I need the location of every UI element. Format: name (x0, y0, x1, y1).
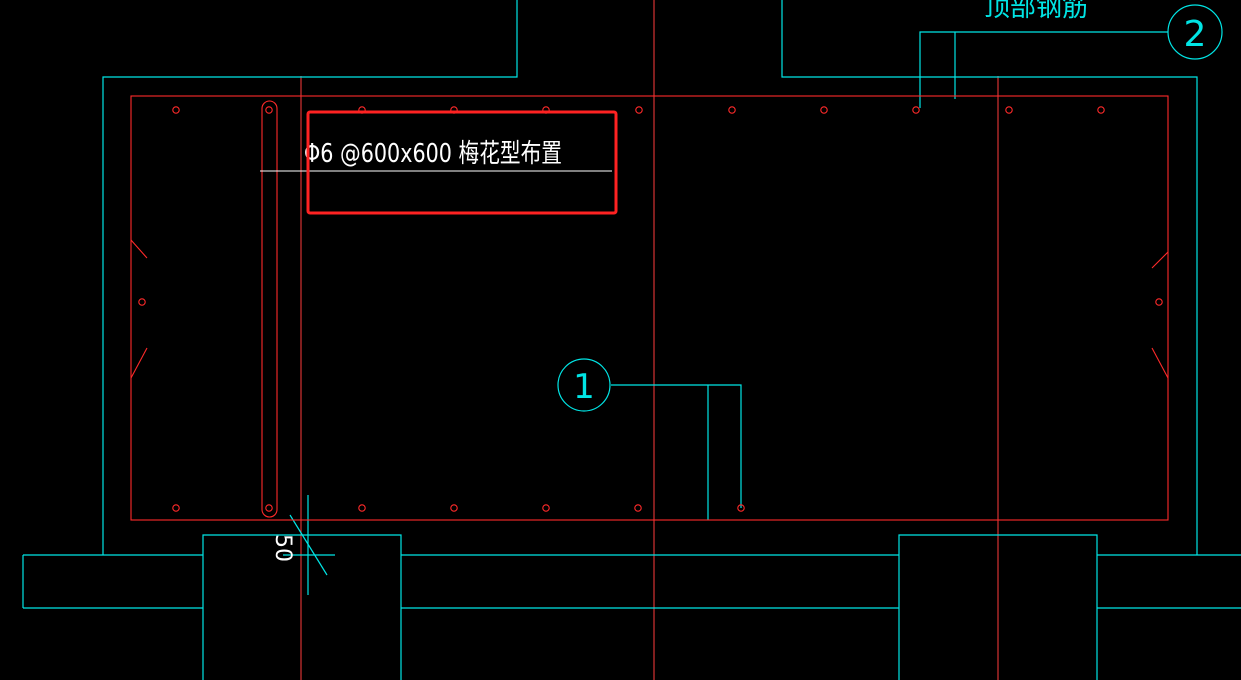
rebar-dot (1005, 106, 1013, 114)
rebar-dot (265, 504, 273, 512)
rebar-dot (1097, 106, 1105, 114)
hook-left-upper (130, 239, 148, 259)
rebar-note[interactable]: Φ6 @600x600 梅花型布置 (260, 139, 612, 172)
rebar-dot (358, 504, 366, 512)
highlight-box (306, 110, 618, 215)
rebar-cage-outline (130, 95, 1169, 521)
rebar-dot (172, 106, 180, 114)
callout-2[interactable]: 2 (1167, 4, 1223, 60)
rebar-dot (728, 106, 736, 114)
rebar-dot (737, 504, 745, 512)
hook-right-lower (1151, 347, 1169, 379)
callout-1-number: 1 (573, 367, 595, 407)
stirrup (261, 100, 278, 518)
rebar-dot (1155, 298, 1163, 306)
callout-1[interactable]: 1 (557, 358, 611, 412)
dimension-text: 50 (270, 534, 295, 562)
rebar-layout (130, 95, 1169, 521)
rebar-note-text: Φ6 @600x600 梅花型布置 (304, 139, 562, 169)
leader-2 (919, 31, 1168, 108)
structure-outline (22, 0, 1241, 680)
hook-left-lower (130, 347, 148, 379)
callout-2-circle (1167, 4, 1223, 60)
grid-lines (300, 0, 999, 680)
dimension-slash (289, 514, 328, 576)
rebar-dot (542, 504, 550, 512)
column-right (898, 534, 1098, 680)
rebar-dot (450, 504, 458, 512)
rebar-dot (172, 504, 180, 512)
rebar-dot (138, 298, 146, 306)
rebar-dot (634, 504, 642, 512)
hook-right-upper (1151, 251, 1169, 269)
callout-2-number: 2 (1184, 14, 1207, 55)
rebar-dot (820, 106, 828, 114)
top-rebar-label: 顶部钢筋 (984, 0, 1088, 23)
rebar-dot (635, 106, 643, 114)
rebar-dot (912, 106, 920, 114)
slab-outline-left (102, 0, 518, 555)
leader-1 (611, 384, 742, 508)
callout-1-circle (557, 358, 611, 412)
rebar-dot (265, 106, 273, 114)
slab-outline-right (781, 0, 1198, 555)
